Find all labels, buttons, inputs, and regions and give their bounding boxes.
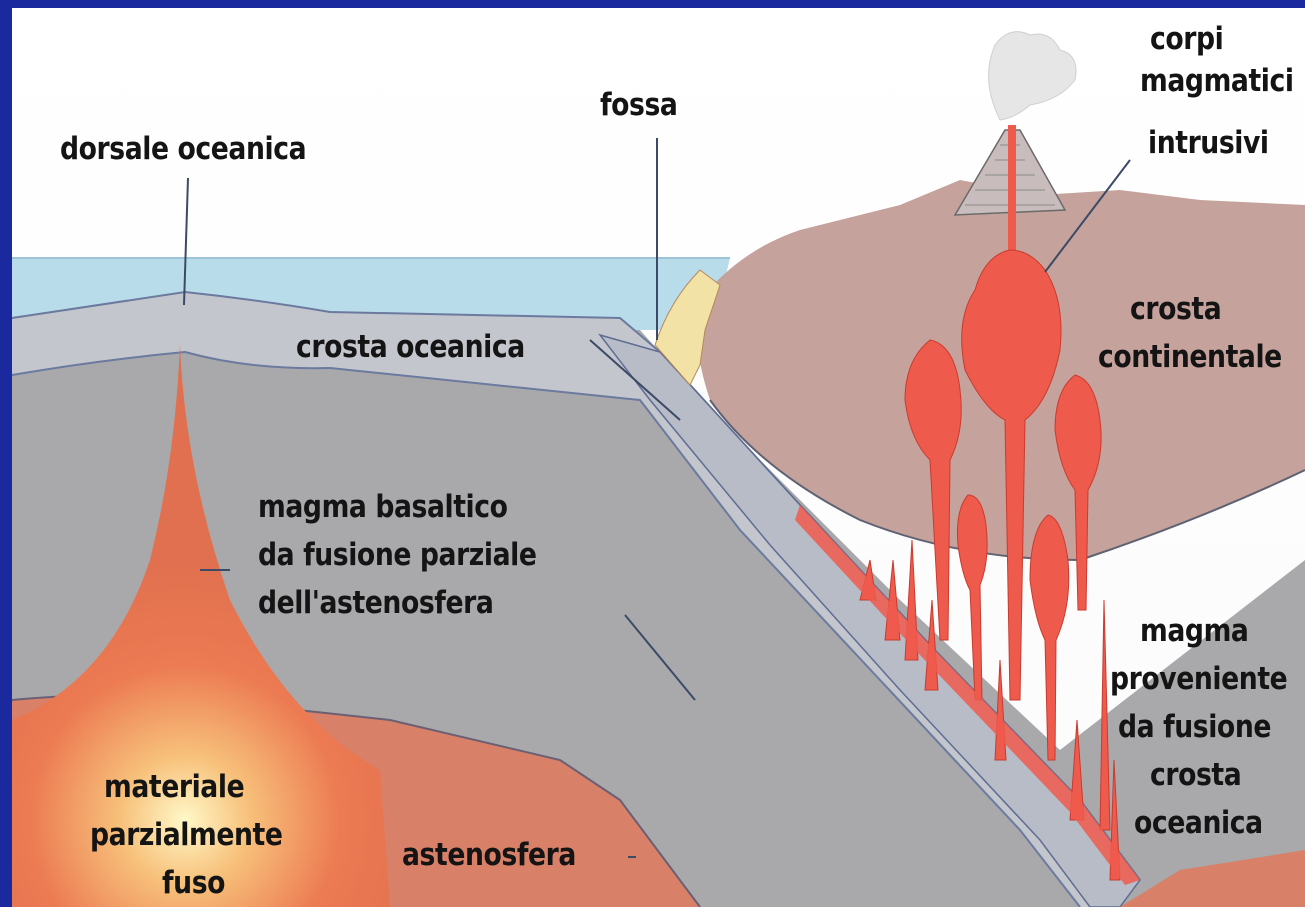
magma-conduit	[1008, 125, 1016, 270]
label-magma-basaltico-2: da fusione parziale	[258, 538, 537, 573]
label-fossa: fossa	[600, 88, 677, 123]
label-magma-proveniente-4: crosta	[1150, 758, 1241, 793]
label-magma-basaltico-3: dell'astenosfera	[258, 586, 493, 621]
label-crosta-cont-1: crosta	[1130, 292, 1221, 327]
label-crosta-cont-2: continentale	[1098, 340, 1282, 375]
label-magma-proveniente-2: proveniente	[1110, 662, 1287, 697]
label-astenosfera: astenosfera	[402, 838, 576, 873]
label-magma-proveniente-1: magma	[1140, 614, 1248, 649]
label-dorsale-oceanica: dorsale oceanica	[60, 132, 306, 167]
label-corpi-2: magmatici	[1140, 64, 1294, 99]
label-corpi-3: intrusivi	[1148, 126, 1269, 161]
label-materiale-1: materiale	[104, 770, 244, 805]
label-magma-proveniente-3: da fusione	[1118, 710, 1271, 745]
label-crosta-oceanica: crosta oceanica	[296, 330, 525, 365]
label-materiale-3: fuso	[162, 866, 225, 901]
label-corpi-1: corpi	[1150, 22, 1223, 57]
label-materiale-2: parzialmente	[90, 818, 283, 853]
label-magma-proveniente-5: oceanica	[1134, 806, 1263, 841]
label-magma-basaltico-1: magma basaltico	[258, 490, 508, 525]
